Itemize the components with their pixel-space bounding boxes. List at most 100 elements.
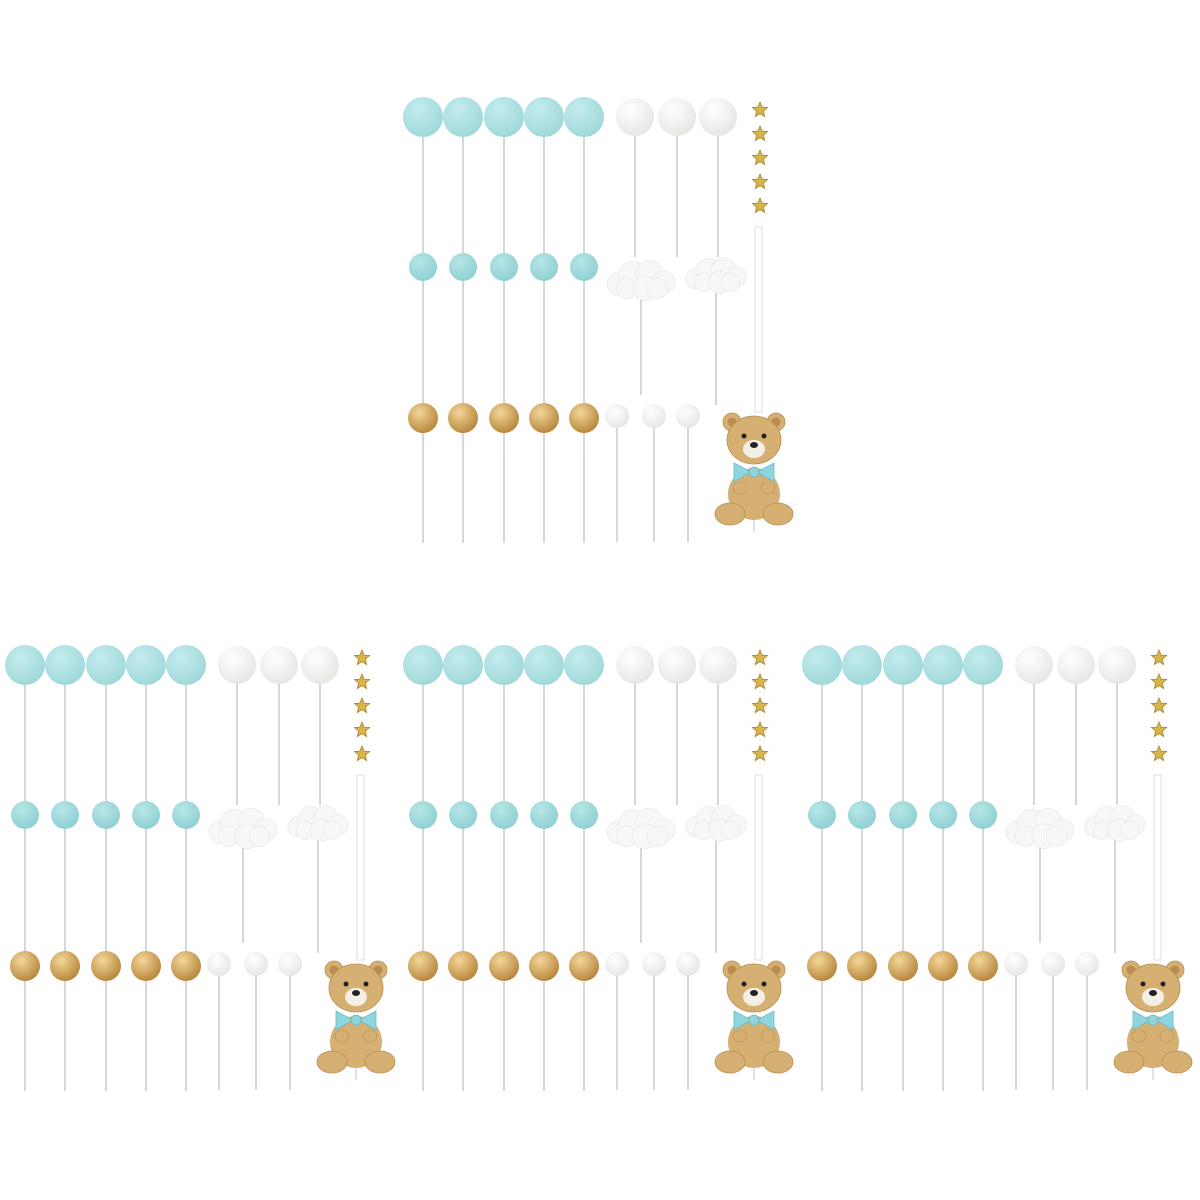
small-blue-ball — [570, 253, 598, 281]
small-blue-ball — [570, 801, 598, 829]
large-blue-ball — [564, 97, 604, 137]
star-icon — [1150, 648, 1168, 666]
gold-ball — [408, 403, 438, 433]
star-icon — [751, 172, 769, 190]
small-white-ball — [676, 952, 700, 976]
small-blue-ball — [530, 801, 558, 829]
gold-ball — [529, 403, 559, 433]
topper-set-bottom-left — [0, 640, 400, 1100]
star-icon — [353, 696, 371, 714]
topper-set-bottom-middle — [398, 640, 798, 1100]
large-blue-ball — [443, 645, 483, 685]
small-blue-ball — [929, 801, 957, 829]
star-icon — [353, 720, 371, 738]
small-white-ball — [278, 952, 302, 976]
star-icon — [353, 672, 371, 690]
gold-ball — [847, 951, 877, 981]
gold-ball — [171, 951, 201, 981]
gold-ball — [131, 951, 161, 981]
gold-ball — [968, 951, 998, 981]
small-white-ball — [244, 952, 268, 976]
large-white-ball — [218, 646, 256, 684]
gold-ball — [928, 951, 958, 981]
small-blue-ball — [889, 801, 917, 829]
gold-ball — [529, 951, 559, 981]
large-blue-ball — [403, 645, 443, 685]
gold-ball — [888, 951, 918, 981]
star-icon — [1150, 720, 1168, 738]
large-blue-ball — [166, 645, 206, 685]
star-icon — [751, 648, 769, 666]
large-blue-ball — [403, 97, 443, 137]
topper-set-bottom-right — [797, 640, 1197, 1100]
bear-topper — [714, 960, 794, 1074]
small-blue-ball — [848, 801, 876, 829]
star-icon — [751, 100, 769, 118]
large-blue-ball — [883, 645, 923, 685]
large-blue-ball — [484, 645, 524, 685]
gold-ball — [569, 403, 599, 433]
small-white-ball — [642, 952, 666, 976]
large-white-ball — [301, 646, 339, 684]
bear-topper — [316, 960, 396, 1074]
large-blue-ball — [5, 645, 45, 685]
large-blue-ball — [842, 645, 882, 685]
gold-ball — [569, 951, 599, 981]
large-white-ball — [616, 98, 654, 136]
star-icon — [1150, 696, 1168, 714]
star-icon — [751, 196, 769, 214]
large-blue-ball — [443, 97, 483, 137]
small-blue-ball — [490, 253, 518, 281]
large-blue-ball — [45, 645, 85, 685]
large-white-ball — [616, 646, 654, 684]
gold-ball — [489, 403, 519, 433]
gold-ball — [448, 951, 478, 981]
large-white-ball — [1015, 646, 1053, 684]
gold-ball — [489, 951, 519, 981]
bear-topper — [714, 412, 794, 526]
large-blue-ball — [923, 645, 963, 685]
small-blue-ball — [51, 801, 79, 829]
large-blue-ball — [564, 645, 604, 685]
bear-topper — [1113, 960, 1193, 1074]
small-blue-ball — [449, 253, 477, 281]
gold-ball — [448, 403, 478, 433]
large-blue-ball — [524, 645, 564, 685]
topper-set-top — [398, 92, 798, 552]
small-white-ball — [676, 404, 700, 428]
small-white-ball — [1004, 952, 1028, 976]
star-icon — [751, 124, 769, 142]
gold-ball — [408, 951, 438, 981]
bear-stick-sleeve — [754, 226, 763, 413]
cloud-icon — [606, 808, 676, 849]
star-icon — [751, 672, 769, 690]
gold-ball — [50, 951, 80, 981]
small-blue-ball — [530, 253, 558, 281]
bear-stick-sleeve — [1153, 774, 1162, 961]
star-icon — [751, 744, 769, 762]
star-icon — [353, 648, 371, 666]
small-blue-ball — [808, 801, 836, 829]
large-white-ball — [658, 98, 696, 136]
small-blue-ball — [172, 801, 200, 829]
small-white-ball — [605, 952, 629, 976]
star-icon — [751, 696, 769, 714]
small-blue-ball — [132, 801, 160, 829]
small-white-ball — [207, 952, 231, 976]
large-white-ball — [699, 646, 737, 684]
small-blue-ball — [969, 801, 997, 829]
large-blue-ball — [126, 645, 166, 685]
small-blue-ball — [92, 801, 120, 829]
bear-stick-sleeve — [356, 774, 365, 961]
gold-ball — [91, 951, 121, 981]
gold-ball — [807, 951, 837, 981]
star-icon — [1150, 672, 1168, 690]
large-blue-ball — [484, 97, 524, 137]
small-white-ball — [605, 404, 629, 428]
small-blue-ball — [490, 801, 518, 829]
large-white-ball — [1057, 646, 1095, 684]
small-blue-ball — [409, 253, 437, 281]
small-white-ball — [1075, 952, 1099, 976]
large-white-ball — [1098, 646, 1136, 684]
